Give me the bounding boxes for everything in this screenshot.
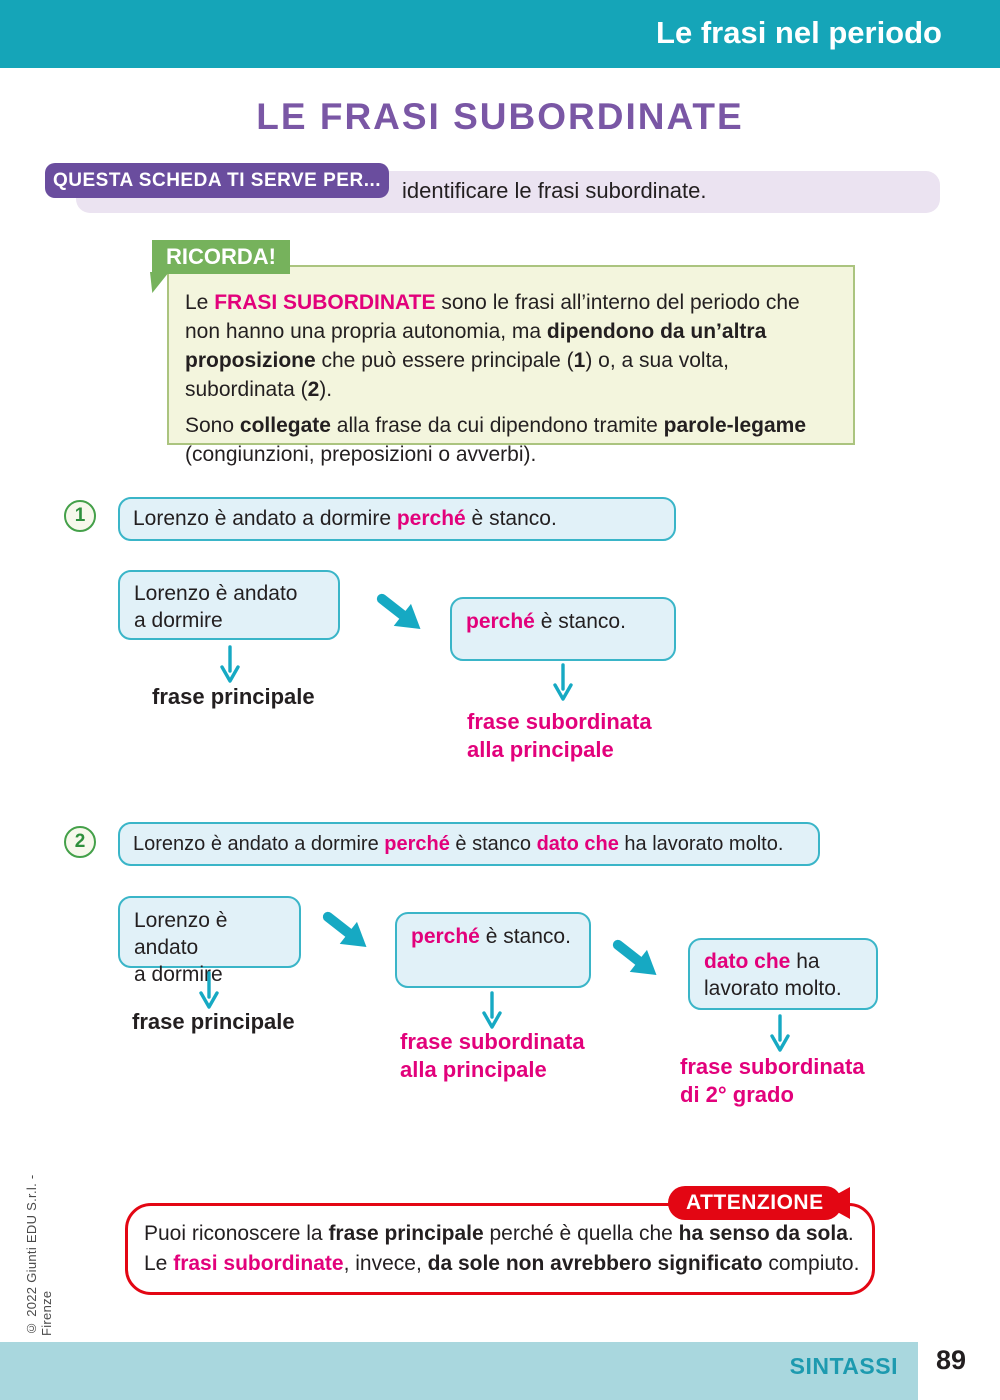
attention-text-line-2: Le frasi subordinate, invece, da sole no… <box>144 1252 860 1275</box>
down-arrow-icon <box>482 991 502 1029</box>
example-2-main-clause-label: frase principale <box>132 1009 295 1034</box>
ricorda-box: Le FRASI SUBORDINATE sono le frasi all’i… <box>167 265 855 466</box>
footer-bar: SINTASSI <box>0 1342 918 1400</box>
attention-pointer-icon <box>821 1187 850 1219</box>
example-2-number-badge: 2 <box>64 826 96 858</box>
example-1-subordinate-label: frase subordinata alla principale <box>467 709 652 762</box>
flow-arrow-icon <box>376 593 421 630</box>
down-arrow-icon <box>199 971 219 1009</box>
attention-badge: ATTENZIONE <box>668 1186 842 1220</box>
footer-section-label: SINTASSI <box>789 1353 898 1379</box>
copyright-vertical-text: © 2022 Giunti EDU S.r.l. - Firenze <box>24 1174 54 1336</box>
page-number: 89 <box>936 1345 967 1375</box>
flow-arrow-icon <box>612 939 657 976</box>
example-2-subordinate2-label: frase subordinata di 2° grado <box>680 1054 865 1107</box>
example-1-main-clause-label: frase principale <box>152 684 315 709</box>
ricorda-paragraph-2: Sono collegate alla frase da cui dipendo… <box>185 414 807 466</box>
down-arrow-icon <box>770 1014 790 1052</box>
example-2-subordinate1-label: frase subordinata alla principale <box>400 1029 585 1082</box>
example-2-main-clause-box: Lorenzo è andato a dormire <box>118 896 301 986</box>
ricorda-tab: RICORDA! <box>152 240 290 274</box>
example-1-sentence-box: Lorenzo è andato a dormire perché è stan… <box>118 497 676 541</box>
example-1-subordinate-clause-box: perché è stanco. <box>450 597 676 661</box>
down-arrow-icon <box>220 645 240 683</box>
attention-text-line-1: Puoi riconoscere la frase principale per… <box>144 1222 854 1245</box>
flow-arrow-icon <box>322 911 367 948</box>
example-2-subordinate1-box: perché è stanco. <box>395 912 591 988</box>
purpose-badge: QUESTA SCHEDA TI SERVE PER... <box>45 163 389 198</box>
example-1-main-clause-box: Lorenzo è andato a dormire <box>118 570 340 640</box>
header-bar: Le frasi nel periodo <box>0 0 1000 68</box>
example-1-number-badge: 1 <box>64 500 96 532</box>
down-arrow-icon <box>553 663 573 701</box>
ricorda-paragraph-1: Le FRASI SUBORDINATE sono le frasi all’i… <box>185 291 800 401</box>
chapter-title: Le frasi nel periodo <box>656 15 942 50</box>
example-2-sentence-box: Lorenzo è andato a dormire perché è stan… <box>118 822 820 866</box>
example-2-subordinate2-box: dato che ha lavorato molto. <box>688 938 878 1010</box>
purpose-text: identificare le frasi subordinate. <box>402 178 707 203</box>
page-title: LE FRASI SUBORDINATE <box>256 96 744 137</box>
